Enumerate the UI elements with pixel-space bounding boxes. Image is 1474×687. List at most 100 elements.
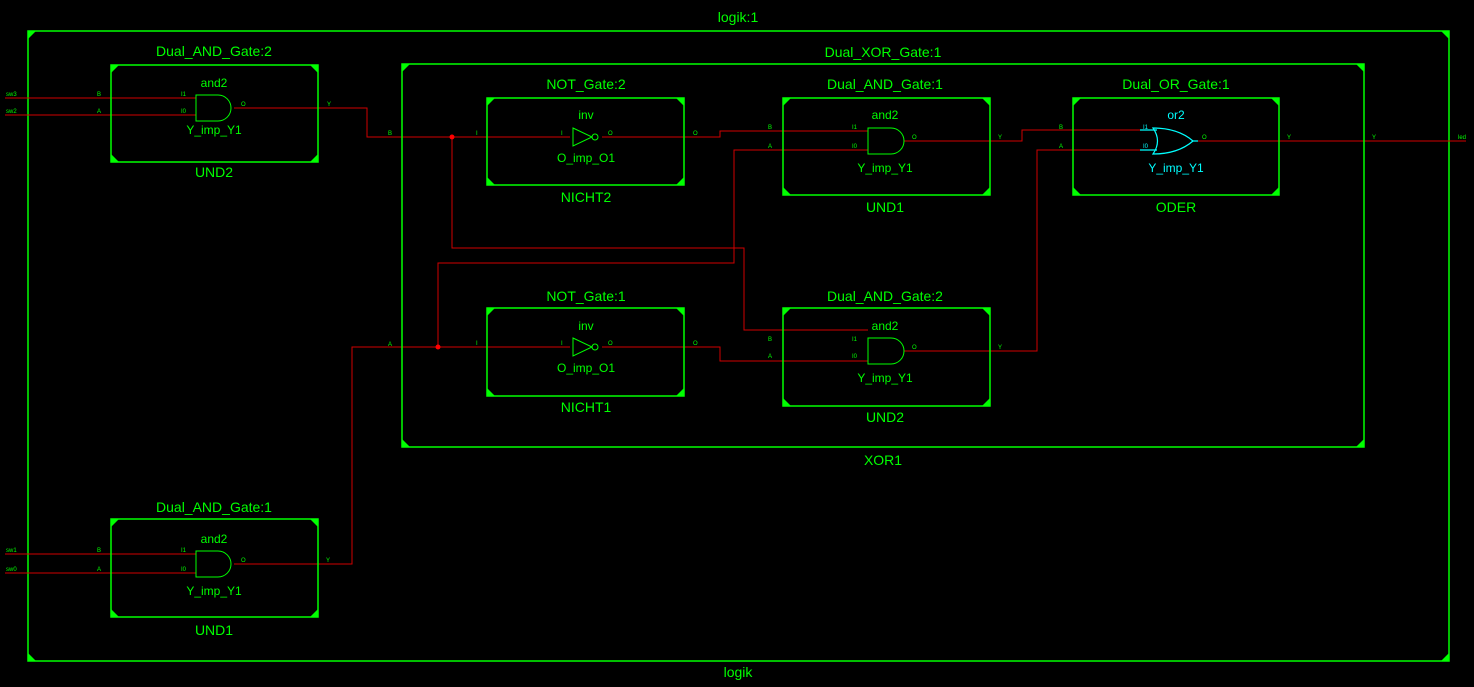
and-gate-block-top[interactable]: Dual_AND_Gate:2 UND2 and2 Y_imp_Y1 B A I… (97, 43, 331, 180)
and-top-pin-i0: I0 (181, 109, 187, 115)
and-bot-gate-type: and2 (201, 532, 228, 546)
and-x1-pin-i0: I0 (852, 144, 858, 150)
and-x2-instance: UND2 (866, 409, 904, 425)
and-bot-pin-b: B (97, 548, 101, 554)
xor-block[interactable]: Dual_XOR_Gate:1 XOR1 B A (388, 44, 1365, 468)
not-gate-block-2[interactable]: NOT_Gate:2 NICHT2 inv O_imp_O1 I I O O (476, 76, 698, 205)
or-title: Dual_OR_Gate:1 (1122, 76, 1230, 92)
not1-frame[interactable] (486, 307, 685, 397)
and-x1-pin-b: B (768, 125, 772, 131)
logik-pin-y: Y (1372, 135, 1376, 141)
xor-pin-b: B (388, 131, 392, 137)
not1-title: NOT_Gate:1 (546, 288, 626, 304)
and-gate-block-xor-1[interactable]: Dual_AND_Gate:1 UND1 and2 Y_imp_Y1 B A I… (768, 76, 1002, 215)
and-x1-pin-o: O (912, 135, 917, 141)
and-x2-pin-b: B (768, 337, 772, 343)
and-bot-pin-i0: I0 (181, 567, 187, 573)
and-top-pin-a: A (97, 109, 101, 115)
port-sw1[interactable]: sw1 (6, 548, 17, 554)
and-bot-frame[interactable] (110, 518, 319, 618)
net-und2-y[interactable] (904, 149, 1150, 352)
and-top-pin-i1: I1 (181, 92, 187, 98)
not1-pin-o: O (693, 341, 698, 347)
not2-gate-type: inv (578, 108, 593, 122)
or-gate-leads (1140, 129, 1198, 151)
or-pin-i1: I1 (1143, 125, 1149, 131)
and-x1-frame[interactable] (782, 97, 991, 196)
and-gate-block-xor-2[interactable]: Dual_AND_Gate:2 UND2 and2 Y_imp_Y1 B A I… (768, 288, 1002, 425)
not2-impl: O_imp_O1 (557, 151, 615, 165)
port-sw3[interactable]: sw3 (6, 92, 17, 98)
and-gate-block-bottom[interactable]: Dual_AND_Gate:1 UND1 and2 Y_imp_Y1 B A I… (97, 499, 330, 638)
and-x2-gate-type: and2 (872, 319, 899, 333)
xor-frame[interactable] (401, 63, 1365, 448)
and-top-gate-type: and2 (201, 76, 228, 90)
and-bot-pin-y: Y (326, 558, 330, 564)
net-xor-a-to-und1[interactable] (437, 149, 868, 347)
and-x1-pin-y: Y (998, 135, 1002, 141)
and-x1-pin-a: A (768, 144, 772, 150)
and-bot-pin-o: O (241, 558, 246, 564)
nets (5, 97, 1466, 574)
net-and-top-y[interactable] (234, 107, 402, 138)
and-x2-pin-i0: I0 (852, 354, 858, 360)
net-nicht2-o[interactable] (602, 130, 868, 138)
and-top-impl: Y_imp_Y1 (186, 123, 242, 137)
not1-pin-i: I (476, 341, 478, 347)
not2-title: NOT_Gate:2 (546, 76, 626, 92)
inverter-icon (572, 337, 594, 357)
xor-pin-a: A (388, 342, 392, 348)
and-x2-title: Dual_AND_Gate:2 (827, 288, 943, 304)
or-pin-b: B (1059, 125, 1063, 131)
and-x1-impl: Y_imp_Y1 (857, 161, 913, 175)
or-pin-y: Y (1287, 135, 1291, 141)
not2-pin-i-inner: I (561, 131, 563, 137)
or-gate-block[interactable]: Dual_OR_Gate:1 ODER or2 Y_imp_Y1 B A I1 … (1059, 76, 1291, 215)
and-bot-impl: Y_imp_Y1 (186, 584, 242, 598)
not-gate-block-1[interactable]: NOT_Gate:1 NICHT1 inv O_imp_O1 I I O O (476, 288, 698, 415)
logik-block[interactable]: logik:1 logik (27, 9, 1450, 680)
not1-instance: NICHT1 (561, 399, 612, 415)
and-x2-pin-a: A (768, 354, 772, 360)
not1-gate-type: inv (578, 319, 593, 333)
not1-impl: O_imp_O1 (557, 361, 615, 375)
and-x1-title: Dual_AND_Gate:1 (827, 76, 943, 92)
or-gate-icon (1151, 127, 1194, 155)
port-led[interactable]: led (1458, 135, 1466, 141)
and-top-pin-o: O (241, 102, 246, 108)
and-x2-pin-o: O (912, 345, 917, 351)
logik-title: logik:1 (718, 9, 759, 25)
or-frame[interactable] (1072, 97, 1280, 196)
port-sw2[interactable]: sw2 (6, 109, 17, 115)
and-bot-title: Dual_AND_Gate:1 (156, 499, 272, 515)
net-und1-y[interactable] (904, 129, 1150, 142)
logik-instance-label: logik (724, 664, 754, 680)
and-x2-frame[interactable] (782, 307, 991, 407)
net-and-bot-y[interactable] (234, 346, 570, 565)
and-top-pin-y: Y (327, 102, 331, 108)
or-instance: ODER (1156, 199, 1196, 215)
or-pin-o: O (1202, 135, 1207, 141)
and-x2-impl: Y_imp_Y1 (857, 371, 913, 385)
and-x2-pin-y: Y (998, 345, 1002, 351)
net-xor-b-to-und2[interactable] (451, 137, 868, 331)
and-bot-pin-i1: I1 (181, 548, 187, 554)
xor-title: Dual_XOR_Gate:1 (825, 44, 942, 60)
and-top-pin-b: B (97, 92, 101, 98)
not2-frame[interactable] (486, 97, 685, 186)
net-nicht1-o[interactable] (602, 346, 868, 362)
port-sw0[interactable]: sw0 (6, 567, 17, 573)
and-gate-icon (867, 337, 905, 365)
and-top-frame[interactable] (110, 64, 319, 163)
inverter-icon (572, 127, 594, 147)
or-pin-i0: I0 (1143, 144, 1149, 150)
and-top-instance: UND2 (195, 164, 233, 180)
not2-instance: NICHT2 (561, 189, 612, 205)
logik-frame[interactable] (27, 30, 1450, 662)
port-labels: sw3 sw2 sw1 sw0 led Y (6, 92, 1466, 573)
junction-b (449, 134, 455, 140)
and-gate-icon (195, 94, 232, 122)
and-x2-pin-i1: I1 (852, 337, 858, 343)
or-gate-type: or2 (1167, 108, 1185, 122)
